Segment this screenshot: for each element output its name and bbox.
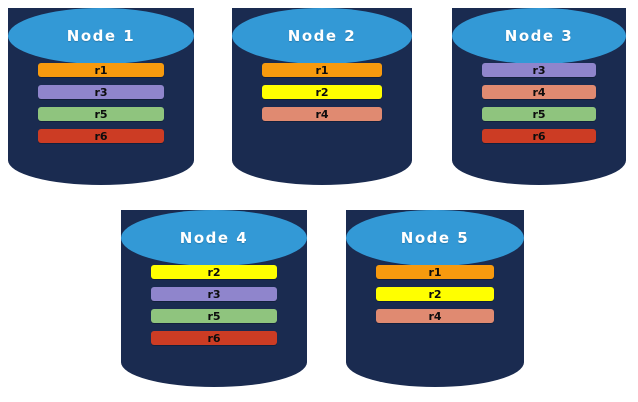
replica-label: r3 <box>94 85 108 99</box>
cylinder-top-3: Node 3 <box>452 8 626 64</box>
replica-label: r4 <box>428 309 442 323</box>
replica-label: r1 <box>94 63 108 77</box>
replica-bar[interactable]: r2 <box>262 85 382 99</box>
replica-label: r5 <box>94 107 108 121</box>
replica-bar[interactable]: r3 <box>151 287 277 301</box>
node-cylinder-1[interactable]: Node 1 r1 r3 r5 r6 <box>8 8 194 185</box>
replica-label: r2 <box>207 265 221 279</box>
replica-label: r1 <box>428 265 442 279</box>
replica-label: r5 <box>532 107 546 121</box>
replica-bar[interactable]: r6 <box>482 129 596 143</box>
node-cylinder-4[interactable]: Node 4 r2 r3 r5 r6 <box>121 210 307 387</box>
replica-bar[interactable]: r5 <box>38 107 164 121</box>
replica-label: r6 <box>207 331 221 345</box>
replica-list-3: r3 r4 r5 r6 <box>452 63 626 143</box>
replica-label: r5 <box>207 309 221 323</box>
replica-label: r3 <box>207 287 221 301</box>
replica-list-2: r1 r2 r4 <box>232 63 412 121</box>
replica-bar[interactable]: r4 <box>482 85 596 99</box>
node-label-3: Node 3 <box>504 27 574 45</box>
node-label-2: Node 2 <box>287 27 357 45</box>
node-cylinder-2[interactable]: Node 2 r1 r2 r4 <box>232 8 412 185</box>
replica-label: r2 <box>315 85 329 99</box>
cylinder-top-4: Node 4 <box>121 210 307 266</box>
node-label-5: Node 5 <box>400 229 470 247</box>
replica-bar[interactable]: r4 <box>376 309 494 323</box>
replica-list-1: r1 r3 r5 r6 <box>8 63 194 143</box>
replica-label: r6 <box>94 129 108 143</box>
replica-bar[interactable]: r1 <box>38 63 164 77</box>
replica-bar[interactable]: r5 <box>151 309 277 323</box>
cylinder-top-5: Node 5 <box>346 210 524 266</box>
node-cylinder-5[interactable]: Node 5 r1 r2 r4 <box>346 210 524 387</box>
replica-bar[interactable]: r6 <box>38 129 164 143</box>
cylinder-top-2: Node 2 <box>232 8 412 64</box>
node-label-1: Node 1 <box>66 27 136 45</box>
replica-bar[interactable]: r1 <box>376 265 494 279</box>
replica-bar[interactable]: r3 <box>38 85 164 99</box>
replica-bar[interactable]: r5 <box>482 107 596 121</box>
replica-label: r2 <box>428 287 442 301</box>
replica-bar[interactable]: r2 <box>376 287 494 301</box>
replica-label: r6 <box>532 129 546 143</box>
replica-bar[interactable]: r6 <box>151 331 277 345</box>
replica-label: r3 <box>532 63 546 77</box>
replica-bar[interactable]: r1 <box>262 63 382 77</box>
replica-label: r4 <box>315 107 329 121</box>
node-label-4: Node 4 <box>179 229 249 247</box>
replica-bar[interactable]: r2 <box>151 265 277 279</box>
replica-label: r1 <box>315 63 329 77</box>
replica-list-5: r1 r2 r4 <box>346 265 524 323</box>
cylinder-top-1: Node 1 <box>8 8 194 64</box>
replica-label: r4 <box>532 85 546 99</box>
replica-list-4: r2 r3 r5 r6 <box>121 265 307 345</box>
node-cylinder-3[interactable]: Node 3 r3 r4 r5 r6 <box>452 8 626 185</box>
replica-bar[interactable]: r4 <box>262 107 382 121</box>
replica-bar[interactable]: r3 <box>482 63 596 77</box>
